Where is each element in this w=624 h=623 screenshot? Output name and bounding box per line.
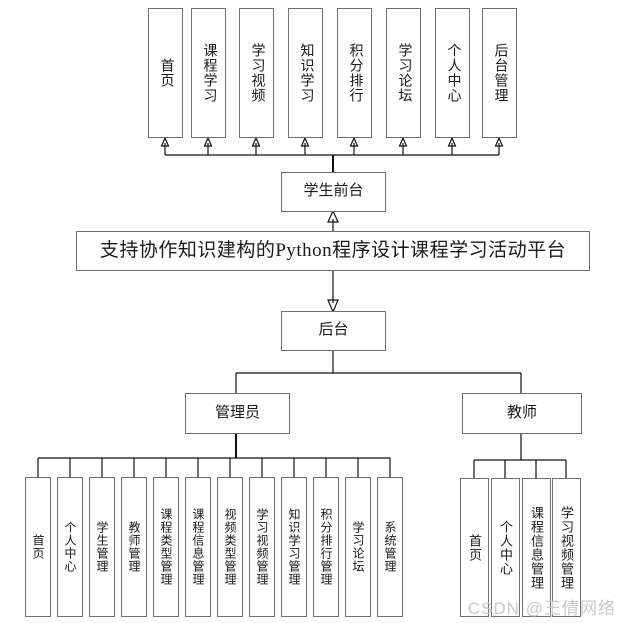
admin-module-box[interactable]: 视频类型管理 [217, 477, 243, 617]
admin-module-box[interactable]: 知识学习管理 [281, 477, 307, 617]
teacher-label: 教师 [506, 404, 537, 421]
admin-module-box[interactable]: 个人中心 [57, 477, 83, 617]
platform-title-box[interactable]: 支持协作知识建构的Python程序设计课程学习活动平台 [76, 231, 590, 271]
student-module-label: 个人中心 [445, 43, 461, 103]
admin-module-label: 首页 [31, 534, 45, 560]
student-module-box[interactable]: 知识学习 [288, 8, 323, 138]
student-module-box[interactable]: 后台管理 [482, 8, 517, 138]
admin-label: 管理员 [214, 404, 260, 421]
student-module-box[interactable]: 首页 [148, 8, 183, 138]
admin-module-label: 学习视频管理 [255, 508, 269, 586]
admin-module-label: 系统管理 [383, 521, 397, 573]
admin-module-label: 教师管理 [127, 521, 141, 573]
admin-box[interactable]: 管理员 [185, 393, 290, 434]
admin-module-label: 视频类型管理 [223, 508, 237, 586]
admin-module-label: 积分排行管理 [319, 508, 333, 586]
admin-module-label: 知识学习管理 [287, 508, 301, 586]
backend-box[interactable]: 后台 [281, 311, 386, 351]
teacher-module-label: 课程信息管理 [529, 505, 544, 590]
admin-module-label: 课程类型管理 [159, 508, 173, 586]
student-module-box[interactable]: 个人中心 [435, 8, 470, 138]
student-module-box[interactable]: 学习论坛 [386, 8, 421, 138]
admin-module-box[interactable]: 课程信息管理 [185, 477, 211, 617]
student-module-box[interactable]: 学习视频 [239, 8, 274, 138]
teacher-module-box[interactable]: 课程信息管理 [522, 478, 551, 617]
teacher-module-box[interactable]: 个人中心 [491, 478, 520, 617]
teacher-module-label: 学习视频管理 [559, 505, 574, 590]
teacher-module-label: 个人中心 [498, 519, 513, 576]
student-module-label: 学习视频 [249, 43, 265, 103]
admin-module-box[interactable]: 课程类型管理 [153, 477, 179, 617]
student-frontend-box[interactable]: 学生前台 [281, 172, 386, 212]
admin-module-label: 个人中心 [63, 521, 77, 573]
admin-module-box[interactable]: 积分排行管理 [313, 477, 339, 617]
admin-module-box[interactable]: 系统管理 [377, 477, 403, 617]
student-module-box[interactable]: 积分排行 [337, 8, 372, 138]
teacher-box[interactable]: 教师 [462, 393, 582, 434]
teacher-module-label: 首页 [467, 533, 482, 562]
student-module-label: 学习论坛 [396, 43, 412, 103]
admin-module-label: 学习论坛 [351, 521, 365, 573]
teacher-module-box[interactable]: 首页 [460, 478, 489, 617]
student-frontend-label: 学生前台 [303, 183, 364, 200]
student-module-label: 积分排行 [347, 43, 363, 103]
admin-module-label: 课程信息管理 [191, 508, 205, 586]
backend-label: 后台 [318, 322, 349, 339]
student-module-label: 知识学习 [298, 43, 314, 103]
admin-module-label: 学生管理 [95, 521, 109, 573]
watermark: CSDN @王倩网络 [467, 599, 616, 618]
platform-title-label: 支持协作知识建构的Python程序设计课程学习活动平台 [99, 240, 567, 262]
admin-module-box[interactable]: 学习论坛 [345, 477, 371, 617]
admin-module-box[interactable]: 学习视频管理 [249, 477, 275, 617]
student-module-label: 课程学习 [201, 43, 217, 103]
student-module-label: 后台管理 [492, 43, 508, 103]
student-module-box[interactable]: 课程学习 [191, 8, 226, 138]
admin-module-box[interactable]: 教师管理 [121, 477, 147, 617]
admin-module-box[interactable]: 首页 [25, 477, 51, 617]
admin-module-box[interactable]: 学生管理 [89, 477, 115, 617]
teacher-module-box[interactable]: 学习视频管理 [552, 478, 581, 617]
student-module-label: 首页 [158, 58, 174, 88]
